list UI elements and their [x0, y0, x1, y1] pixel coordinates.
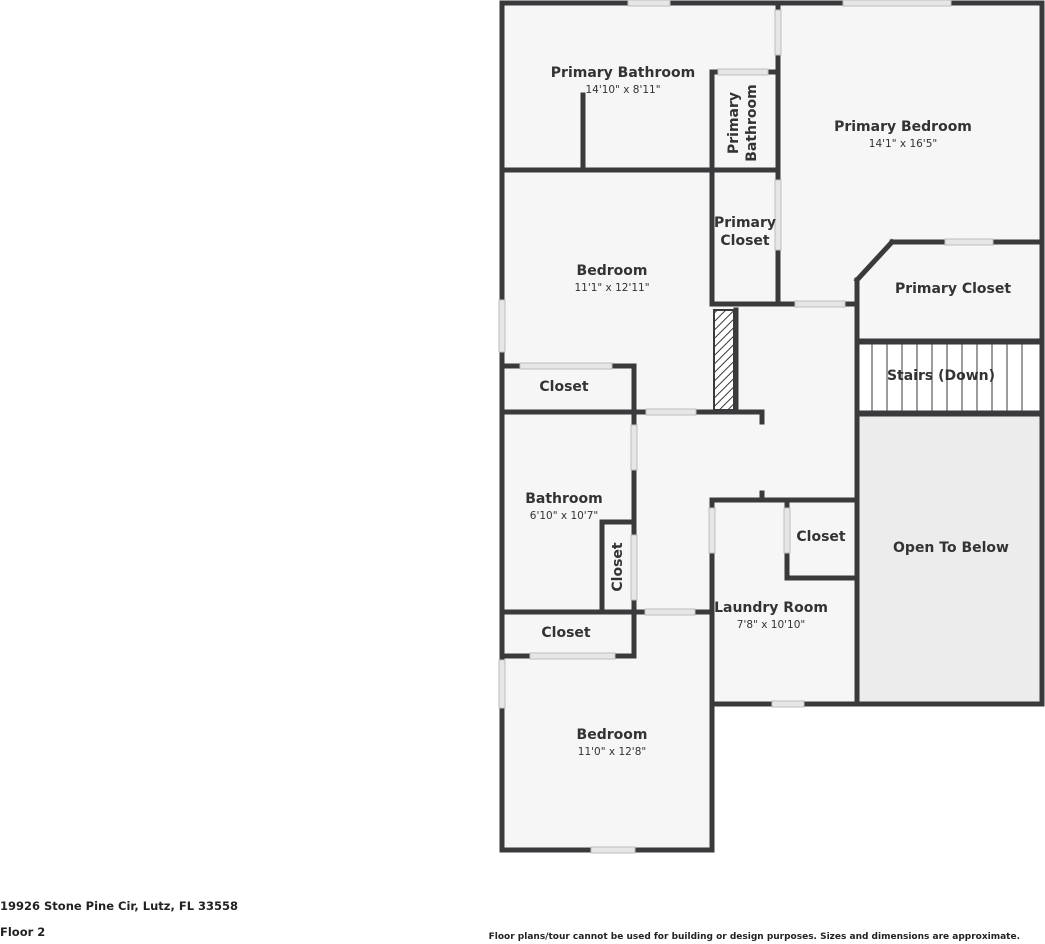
closet-3-label: Closet [541, 625, 591, 641]
primary-bathroom-dims: 14'10" x 8'11" [585, 84, 660, 96]
primary-closet-a-label-2: Closet [720, 233, 770, 249]
bedroom-2-label: Bedroom [577, 727, 648, 743]
windows-and-openings [498, 0, 994, 854]
room-labels: Primary Bathroom 14'10" x 8'11" Primary … [525, 65, 1011, 758]
bathroom-dims: 6'10" x 10'7" [530, 510, 598, 522]
primary-bedroom-label: Primary Bedroom [834, 119, 972, 135]
bedroom-2-dims: 11'0" x 12'8" [578, 746, 646, 758]
primary-bedroom-dims: 14'1" x 16'5" [869, 138, 937, 150]
laundry-room-label: Laundry Room [714, 600, 828, 616]
stairs-label: Stairs (Down) [887, 368, 995, 384]
disclaimer: Floor plans/tour cannot be used for buil… [488, 932, 1020, 942]
bedroom-1-label: Bedroom [577, 263, 648, 279]
primary-bathroom-label: Primary Bathroom [551, 65, 695, 81]
floor-label: Floor 2 [0, 925, 46, 939]
closet-2-label: Closet [610, 542, 626, 592]
bedroom-1-dims: 11'1" x 12'11" [574, 282, 649, 294]
primary-bathroom-small-label-2: Bathroom [744, 84, 760, 162]
bathroom-label: Bathroom [525, 491, 603, 507]
primary-bathroom-small-label-1: Primary [726, 92, 742, 154]
hatched-column [713, 309, 735, 411]
closet-1-label: Closet [539, 379, 589, 395]
closet-4-label: Closet [796, 529, 846, 545]
laundry-room-dims: 7'8" x 10'10" [737, 619, 805, 631]
open-to-below-label: Open To Below [893, 540, 1009, 556]
open-to-below-area [857, 414, 1042, 704]
property-address: 19926 Stone Pine Cir, Lutz, FL 33558 [0, 899, 239, 913]
primary-closet-a-label-1: Primary [714, 215, 776, 231]
stairs-treads [856, 343, 1043, 412]
primary-closet-b-label: Primary Closet [895, 281, 1011, 297]
